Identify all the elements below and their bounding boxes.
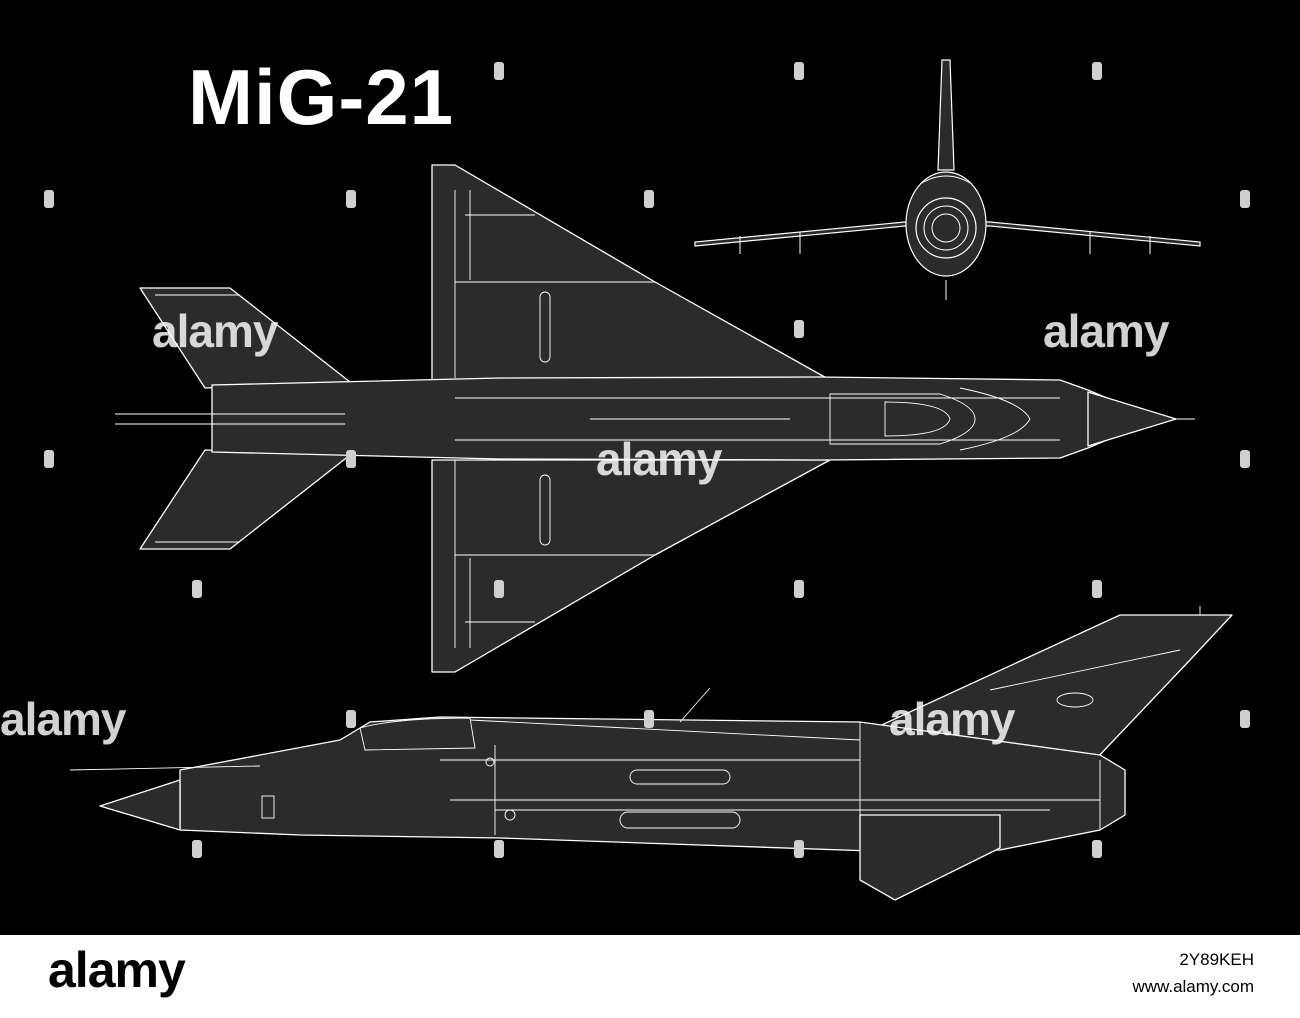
watermark-text: alamy <box>889 693 1015 745</box>
watermark-text: alamy <box>596 433 722 485</box>
front-view-intake <box>915 197 977 259</box>
watermark-text: alamy <box>1043 305 1169 357</box>
aircraft-title: MiG-21 <box>188 53 455 141</box>
side-view-nose-cone <box>99 779 181 831</box>
watermark-text: alamy <box>0 693 126 745</box>
top-view-upper-wing <box>431 164 831 381</box>
side-view-ventral-fin <box>859 814 1001 901</box>
top-view-lower-wing <box>431 459 831 673</box>
front-view-fin <box>937 59 955 171</box>
footer-strip <box>0 935 1300 1018</box>
footer-image-id: 2Y89KEH <box>1179 950 1254 969</box>
top-view-nose-cone <box>1087 391 1177 447</box>
watermark-text: alamy <box>152 305 278 357</box>
footer-logo: alamy <box>48 942 186 998</box>
footer-url[interactable]: www.alamy.com <box>1132 977 1254 996</box>
